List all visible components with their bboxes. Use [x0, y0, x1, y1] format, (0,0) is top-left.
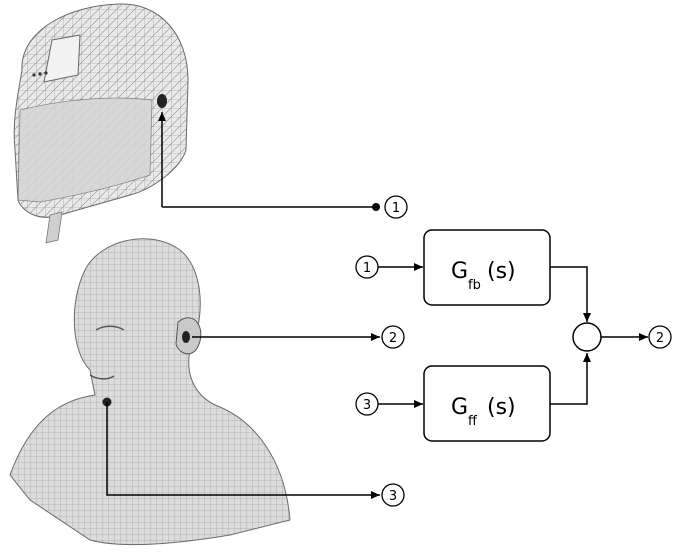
head-bust-mesh-icon: [9, 238, 291, 546]
output-marker: 2: [648, 325, 672, 349]
helmet-mic-terminal-dot: [372, 203, 380, 211]
feedforward-block: G ff (s): [423, 365, 551, 442]
svg-text:2: 2: [656, 331, 664, 346]
feedback-block: G fb (s): [423, 229, 551, 306]
svg-text:3: 3: [389, 489, 397, 504]
svg-text:(s): (s): [487, 259, 516, 284]
input-marker-ff: 3: [355, 392, 379, 416]
mouth-mic-line: [106, 402, 380, 499]
svg-text:G: G: [451, 259, 468, 284]
helmet-mesh-icon: [13, 3, 189, 244]
svg-text:(s): (s): [487, 395, 516, 420]
fb-to-sum-line: [550, 266, 591, 322]
marker-1-helmet: 1: [384, 195, 408, 219]
marker-2-ear: 2: [381, 325, 405, 349]
summing-junction: [572, 322, 602, 352]
marker-3-mouth: 3: [381, 483, 405, 507]
svg-text:2: 2: [389, 331, 397, 346]
svg-text:ff: ff: [468, 414, 478, 429]
ff-to-sum-line: [550, 353, 591, 405]
svg-text:3: 3: [363, 398, 371, 413]
svg-text:1: 1: [392, 201, 400, 216]
input-marker-fb: 1: [355, 255, 379, 279]
svg-text:1: 1: [363, 261, 371, 276]
svg-text:G: G: [451, 395, 468, 420]
svg-text:fb: fb: [468, 278, 481, 293]
